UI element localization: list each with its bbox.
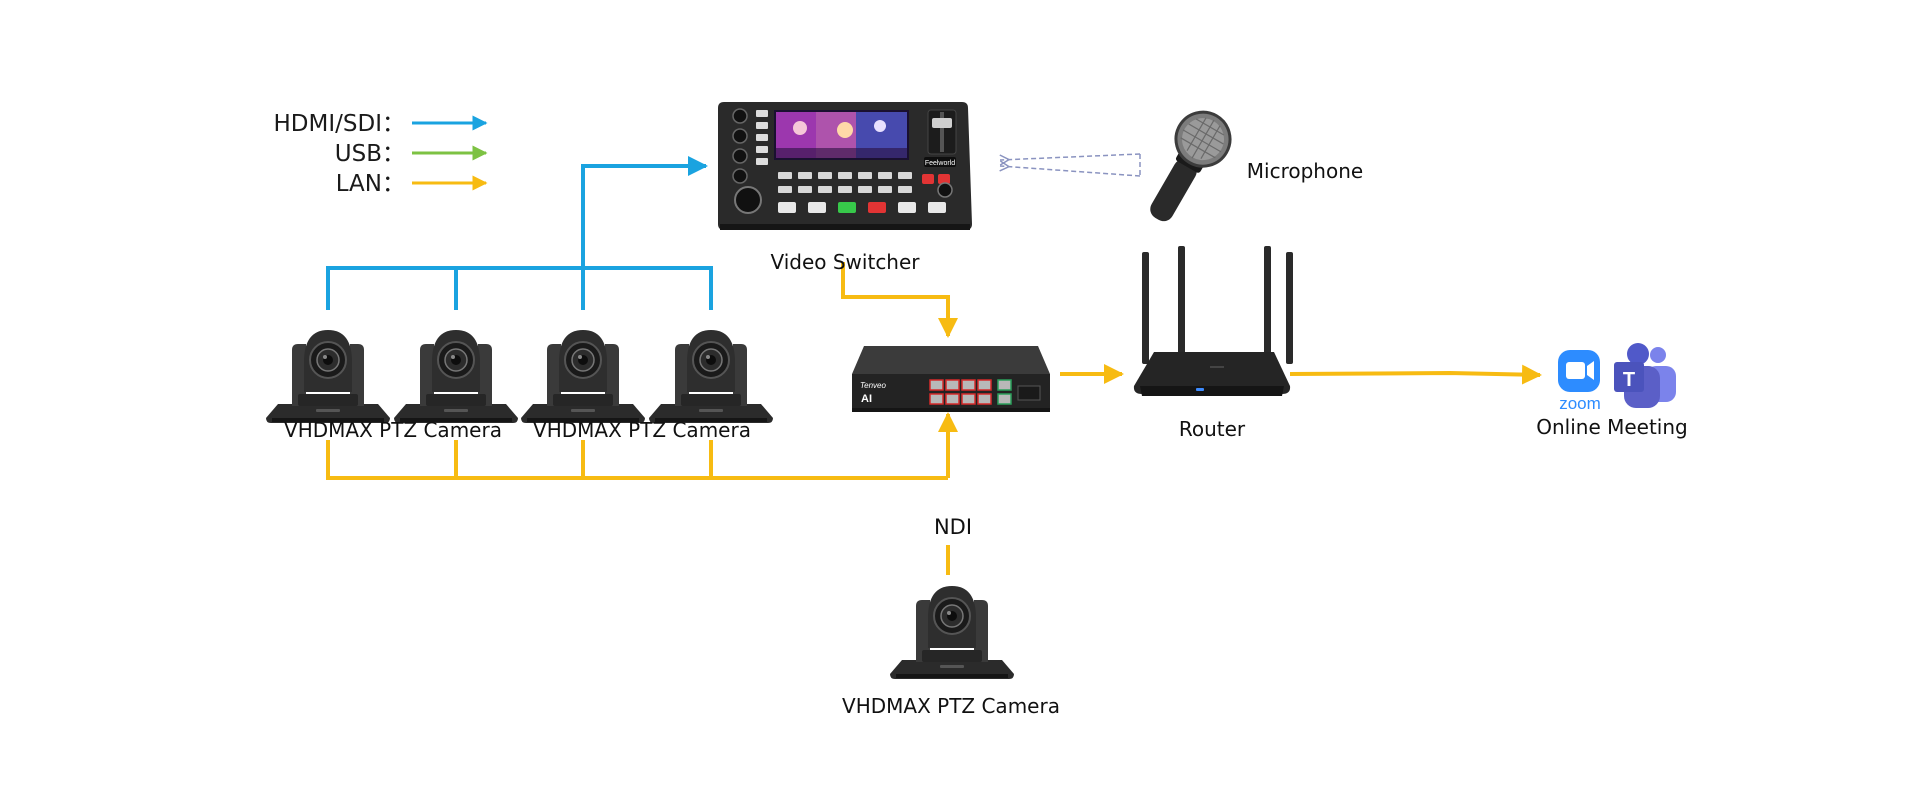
video-switcher-logo: Feelworld xyxy=(925,160,955,167)
microphone-icon xyxy=(1150,110,1232,222)
legend: HDMI/SDI： USB： LAN： xyxy=(274,111,488,197)
router: Router xyxy=(1133,246,1293,441)
camera-group: VHDMAX PTZ Camera VHDMAX PTZ Camera xyxy=(265,329,774,442)
microphone: Microphone xyxy=(1150,110,1363,222)
online-meeting-label: Online Meeting xyxy=(1536,415,1688,439)
camera-group-label-1: VHDMAX PTZ Camera xyxy=(284,418,502,442)
video-switcher-label: Video Switcher xyxy=(770,250,920,274)
ptz-camera-icon xyxy=(265,329,391,424)
teams-letter: T xyxy=(1623,369,1635,391)
video-switcher-icon: Feelworld xyxy=(718,102,972,230)
camera-group-label-2: VHDMAX PTZ Camera xyxy=(533,418,751,442)
teams-icon: T xyxy=(1614,343,1676,408)
network-switch-icon: Tenveo AI xyxy=(852,346,1050,412)
switch-brand: Tenveo xyxy=(860,381,887,390)
ndi-camera: NDI VHDMAX PTZ Camera xyxy=(842,515,1060,718)
video-switcher: Feelworld xyxy=(718,102,972,274)
legend-usb-label: USB： xyxy=(335,141,405,167)
legend-hdmi-sdi-label: HDMI/SDI： xyxy=(274,111,405,137)
online-meeting: zoom T Online Meeting xyxy=(1536,343,1688,439)
ptz-camera-icon xyxy=(648,329,774,424)
microphone-link xyxy=(1000,153,1141,177)
ptz-camera-icon xyxy=(393,329,519,424)
microphone-label: Microphone xyxy=(1247,159,1363,183)
network-switch: Tenveo AI xyxy=(852,346,1050,412)
lan-lines xyxy=(326,262,1542,575)
ndi-label: NDI xyxy=(934,515,972,539)
switch-badge: AI xyxy=(861,393,872,405)
zoom-text: zoom xyxy=(1559,394,1601,413)
legend-lan-label: LAN： xyxy=(336,171,405,197)
ndi-camera-label: VHDMAX PTZ Camera xyxy=(842,694,1060,718)
ptz-camera-icon xyxy=(520,329,646,424)
ptz-camera-icon xyxy=(889,585,1015,680)
hdmi-sdi-lines xyxy=(326,156,713,310)
zoom-icon: zoom xyxy=(1558,350,1601,413)
router-label: Router xyxy=(1179,417,1246,441)
router-icon xyxy=(1133,246,1293,396)
